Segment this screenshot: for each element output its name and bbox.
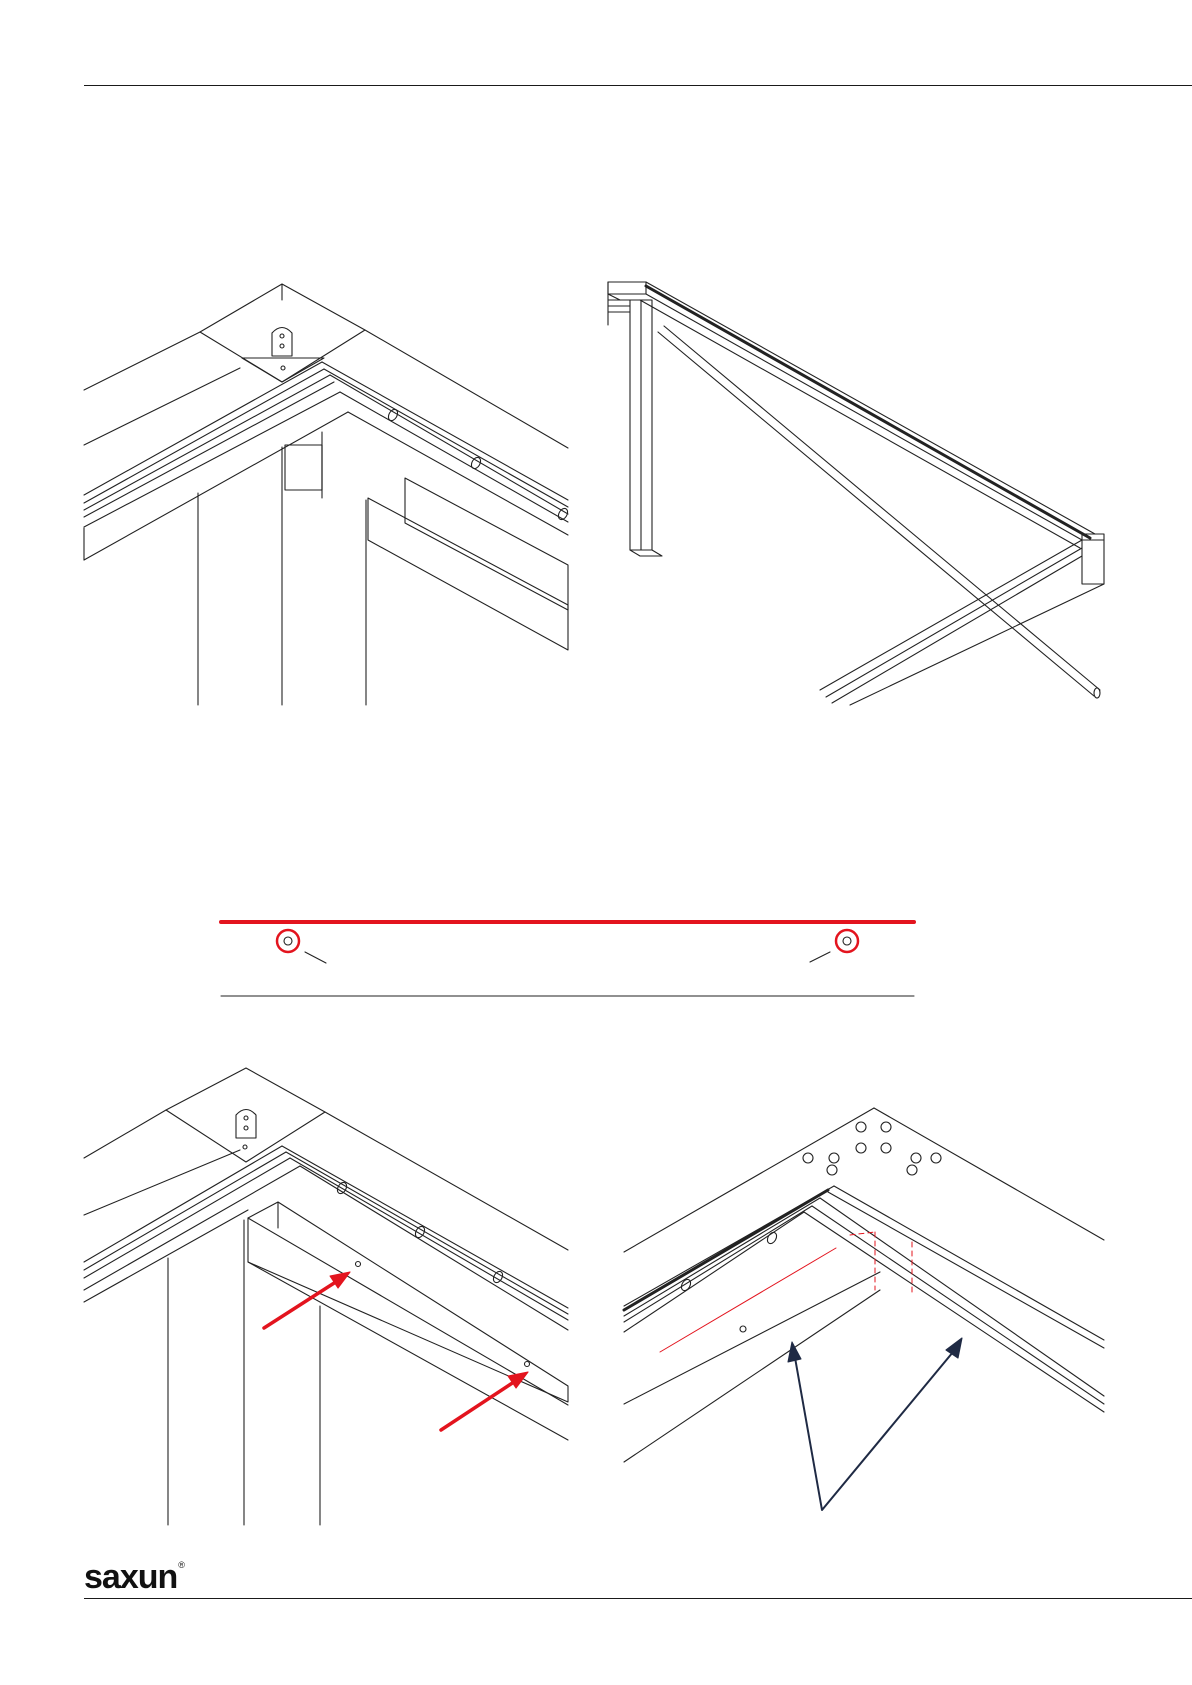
brand-logo: saxun ®	[84, 1560, 185, 1594]
logo-text: saxun	[84, 1560, 177, 1594]
registered-mark: ®	[178, 1560, 185, 1570]
footer-rule	[84, 1598, 1192, 1599]
